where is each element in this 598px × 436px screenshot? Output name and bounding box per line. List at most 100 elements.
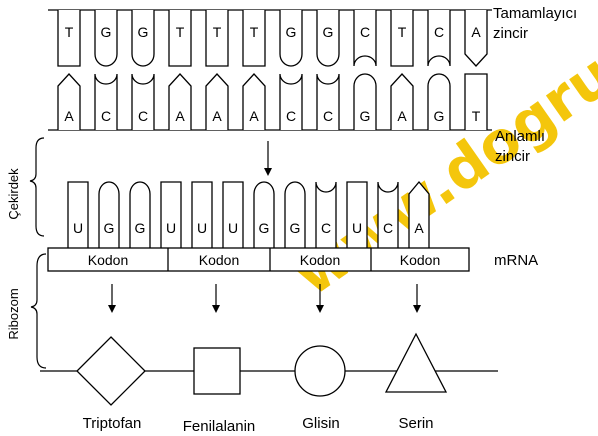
nucleus-label: Çekirdek — [6, 168, 21, 220]
polypeptide-chain — [40, 332, 498, 406]
base-letter: G — [323, 24, 334, 40]
diamond-shape — [76, 336, 146, 406]
base-shape-C — [316, 73, 340, 130]
base-shape-A — [390, 73, 414, 130]
base-shape-A — [242, 73, 266, 130]
base-letter: A — [471, 24, 481, 40]
base-shape-U — [346, 181, 368, 248]
base-shape-A — [57, 73, 81, 130]
base-shape-G — [284, 181, 306, 248]
base-letter: A — [397, 108, 407, 124]
codon-label: Kodon — [400, 252, 440, 268]
base-letter: C — [323, 108, 333, 124]
base-shape-G — [94, 10, 118, 67]
base-letter: G — [286, 24, 297, 40]
base-shape-G — [279, 10, 303, 67]
square-shape — [193, 347, 241, 395]
base-letter: A — [175, 108, 185, 124]
base-shape-C — [427, 10, 451, 67]
base-shape-A — [205, 73, 229, 130]
translation-arrow — [316, 284, 324, 313]
nucleus-bracket — [29, 137, 45, 237]
base-letter: G — [138, 24, 149, 40]
base-letter: G — [360, 108, 371, 124]
base-letter: U — [228, 220, 238, 236]
base-shape-G — [316, 10, 340, 67]
base-shape-U — [67, 181, 89, 248]
base-shape-U — [222, 181, 244, 248]
base-shape-A — [408, 180, 430, 248]
mrna-label: mRNA — [494, 252, 538, 269]
translation-arrow — [413, 284, 421, 313]
base-letter: A — [212, 108, 222, 124]
codon-label: Kodon — [300, 252, 340, 268]
base-shape-G — [129, 181, 151, 248]
base-letter: T — [398, 24, 407, 40]
template-strand-label-line2: zincir — [493, 25, 528, 42]
base-letter: T — [250, 24, 259, 40]
base-shape-T — [464, 73, 488, 130]
base-letter: A — [414, 220, 424, 236]
base-shape-G — [353, 73, 377, 130]
base-shape-T — [205, 10, 229, 67]
base-shape-A — [168, 73, 192, 130]
base-shape-G — [98, 181, 120, 248]
coding-strand-label-line2: zincir — [495, 148, 530, 165]
base-letter: A — [249, 108, 259, 124]
base-letter: G — [259, 220, 270, 236]
triangle-shape — [384, 332, 448, 393]
translation-arrow — [108, 284, 116, 313]
circle-shape — [294, 345, 346, 397]
base-letter: G — [290, 220, 301, 236]
base-letter: T — [65, 24, 74, 40]
base-shape-C — [279, 73, 303, 130]
amino-acid-label: Fenilalanin — [183, 418, 256, 435]
base-letter: G — [104, 220, 115, 236]
base-letter: U — [73, 220, 83, 236]
translation-arrow — [212, 284, 220, 313]
base-letter: T — [213, 24, 222, 40]
base-shape-G — [131, 10, 155, 67]
transcription-arrow — [264, 141, 272, 176]
base-shape-G — [427, 73, 451, 130]
base-letter: C — [101, 108, 111, 124]
coding-strand-label-line1: Anlamlı — [495, 128, 545, 145]
base-letter: G — [135, 220, 146, 236]
base-shape-C — [131, 73, 155, 130]
base-shape-U — [160, 181, 182, 248]
base-letter: C — [321, 220, 331, 236]
base-shape-C — [353, 10, 377, 67]
ribosome-bracket — [30, 253, 47, 369]
base-letter: C — [383, 220, 393, 236]
base-letter: C — [360, 24, 370, 40]
base-shape-G — [253, 181, 275, 248]
base-shape-U — [191, 181, 213, 248]
base-shape-A — [464, 10, 488, 67]
base-letter: U — [197, 220, 207, 236]
base-letter: C — [434, 24, 444, 40]
amino-acid-label: Triptofan — [83, 415, 142, 432]
amino-acid-label: Serin — [398, 415, 433, 432]
base-letter: T — [472, 108, 481, 124]
translation-arrows — [108, 284, 421, 313]
base-shape-T — [242, 10, 266, 67]
base-shape-C — [94, 73, 118, 130]
base-shape-C — [315, 181, 337, 248]
base-letter: C — [286, 108, 296, 124]
base-shape-C — [377, 181, 399, 248]
base-letter: G — [434, 108, 445, 124]
codon-label: Kodon — [199, 252, 239, 268]
ribosome-label: Ribozom — [6, 288, 21, 339]
base-shape-T — [57, 10, 81, 67]
base-shape-T — [168, 10, 192, 67]
codon-bar — [47, 247, 470, 272]
base-letter: G — [101, 24, 112, 40]
base-letter: C — [138, 108, 148, 124]
base-letter: U — [166, 220, 176, 236]
base-shape-T — [390, 10, 414, 67]
codon-label: Kodon — [88, 252, 128, 268]
